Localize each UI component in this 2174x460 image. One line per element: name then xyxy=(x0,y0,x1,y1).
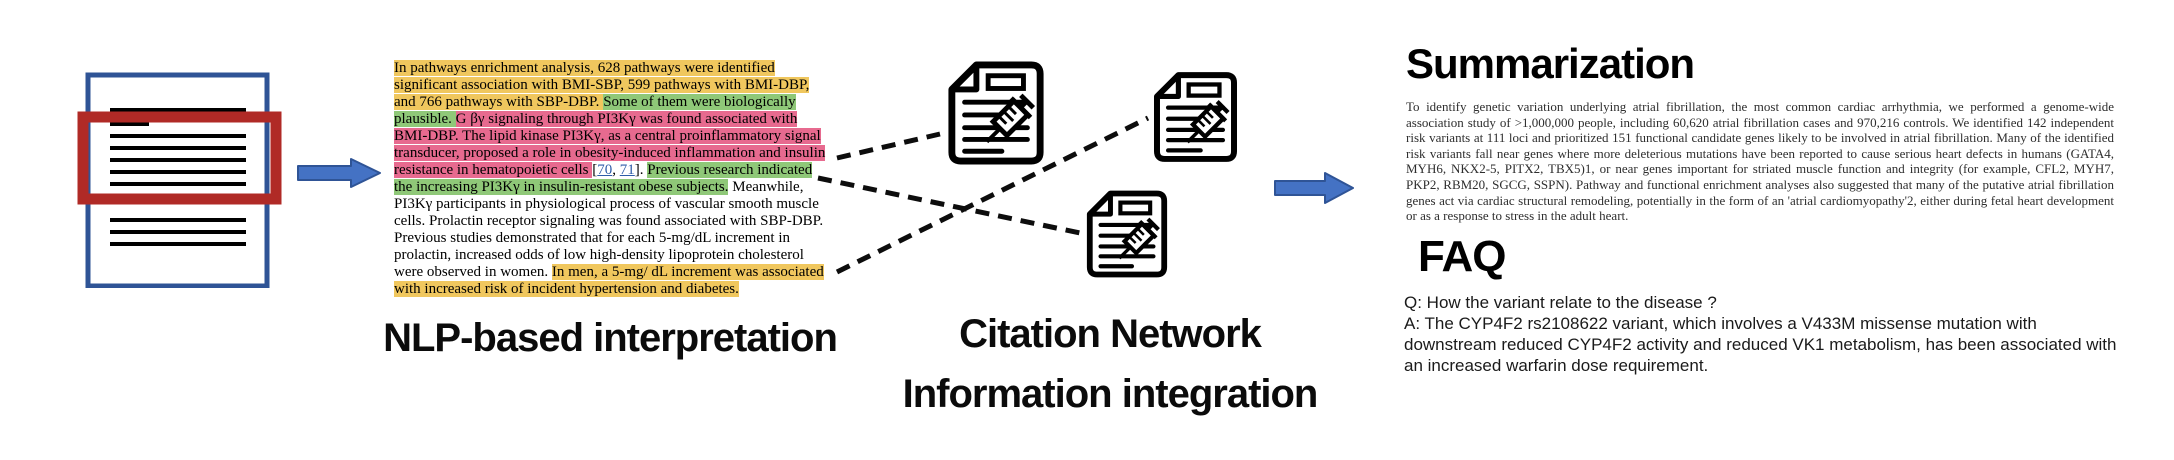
document-page xyxy=(85,72,270,288)
nlp-caption: NLP-based interpretation xyxy=(383,316,838,360)
text-segment: transducer, proposed a role in obesity-i… xyxy=(394,145,826,161)
nlp-text-line: cells. Prolactin receptor signaling was … xyxy=(394,213,854,230)
text-segment: PI3Kγ participants in physiological proc… xyxy=(394,196,819,212)
text-segment: and 766 pathways with SBP-DBP. xyxy=(394,94,604,110)
citation-link[interactable]: 71 xyxy=(619,162,635,178)
text-segment: BMI-DBP. The lipid kinase PI3Kγ, as a ce… xyxy=(394,128,821,144)
paper-with-syringe-icon xyxy=(945,60,1047,166)
document-text-lines xyxy=(110,108,246,246)
nlp-text-block: In pathways enrichment analysis, 628 pat… xyxy=(394,60,854,298)
citation-link[interactable]: 70 xyxy=(597,162,613,178)
paper-with-syringe-icon xyxy=(1151,65,1240,169)
text-segment: [ xyxy=(592,162,598,178)
nlp-text-line: plausible. G βγ signaling through PI3Kγ … xyxy=(394,111,854,128)
paper-with-syringe-icon xyxy=(1084,179,1170,289)
nlp-text-line: significant association with BMI-SBP, 59… xyxy=(394,77,854,94)
text-segment: Previous research indicated xyxy=(647,162,813,178)
text-segment: with increased risk of incident hyperten… xyxy=(394,281,739,297)
nlp-text-line: In pathways enrichment analysis, 628 pat… xyxy=(394,60,854,77)
nlp-text-line: were observed in women. In men, a 5-mg/ … xyxy=(394,264,854,281)
text-segment: plausible. xyxy=(394,111,456,127)
nlp-text-line: the increasing PI3Kγ in insulin-resistan… xyxy=(394,179,854,196)
text-segment: G βγ signaling through PI3Kγ was found a… xyxy=(455,111,798,127)
text-segment: Previous studies demonstrated that for e… xyxy=(394,230,791,246)
nlp-text-line: BMI-DBP. The lipid kinase PI3Kγ, as a ce… xyxy=(394,128,854,145)
text-segment: In men, a 5-mg/ dL increment was associa… xyxy=(551,264,824,280)
faq-title: FAQ xyxy=(1418,232,1506,281)
citation-caption-line1: Citation Network xyxy=(959,312,1262,356)
nlp-text-line: with increased risk of incident hyperten… xyxy=(394,281,854,298)
faq-text: Q: How the variant relate to the disease… xyxy=(1404,292,2144,376)
summarization-title: Summarization xyxy=(1406,40,1695,87)
text-segment: Meanwhile, xyxy=(728,179,804,195)
nlp-text-line: Previous studies demonstrated that for e… xyxy=(394,230,854,247)
faq-answer: A: The CYP4F2 rs2108622 variant, which i… xyxy=(1404,313,2144,376)
citation-caption-line2: Information integration xyxy=(902,372,1319,416)
faq-question: Q: How the variant relate to the disease… xyxy=(1404,293,1717,312)
text-segment: Some of them were biologically xyxy=(603,94,796,110)
text-segment: resistance in hematopoietic cells xyxy=(394,162,593,178)
text-segment: , xyxy=(612,162,620,178)
nlp-text-line: transducer, proposed a role in obesity-i… xyxy=(394,145,854,162)
citation-edge xyxy=(835,115,1150,275)
faq-answer-line: an increased warfarin dose requirement. xyxy=(1404,356,1709,375)
citation-edge xyxy=(817,175,1081,236)
nlp-text-line: PI3Kγ participants in physiological proc… xyxy=(394,196,854,213)
citation-edge xyxy=(836,131,941,161)
faq-answer-line: A: The CYP4F2 rs2108622 variant, which i… xyxy=(1404,314,2037,333)
text-segment: the increasing PI3Kγ in insulin-resistan… xyxy=(394,179,729,195)
nlp-text-line: and 766 pathways with SBP-DBP. Some of t… xyxy=(394,94,854,111)
text-segment: prolactin, increased odds of low high-de… xyxy=(394,247,804,263)
text-segment: were observed in women. xyxy=(394,264,552,280)
faq-answer-line: downstream reduced CYP4F2 activity and r… xyxy=(1404,335,2117,354)
flow-arrow-icon xyxy=(1274,172,1354,204)
nlp-text-line: prolactin, increased odds of low high-de… xyxy=(394,247,854,264)
summarization-text: To identify genetic variation underlying… xyxy=(1406,99,2114,224)
highlight-region-box xyxy=(77,111,282,205)
nlp-text-line: resistance in hematopoietic cells [70, 7… xyxy=(394,162,854,179)
text-segment: In pathways enrichment analysis, 628 pat… xyxy=(394,60,775,76)
source-document-icon xyxy=(77,72,282,288)
text-segment: significant association with BMI-SBP, 59… xyxy=(394,77,810,93)
flow-arrow-icon xyxy=(297,158,381,188)
text-segment: ]. xyxy=(634,162,648,178)
citation-caption: Citation Network Information integration xyxy=(855,304,1365,424)
text-segment: cells. Prolactin receptor signaling was … xyxy=(394,213,824,229)
